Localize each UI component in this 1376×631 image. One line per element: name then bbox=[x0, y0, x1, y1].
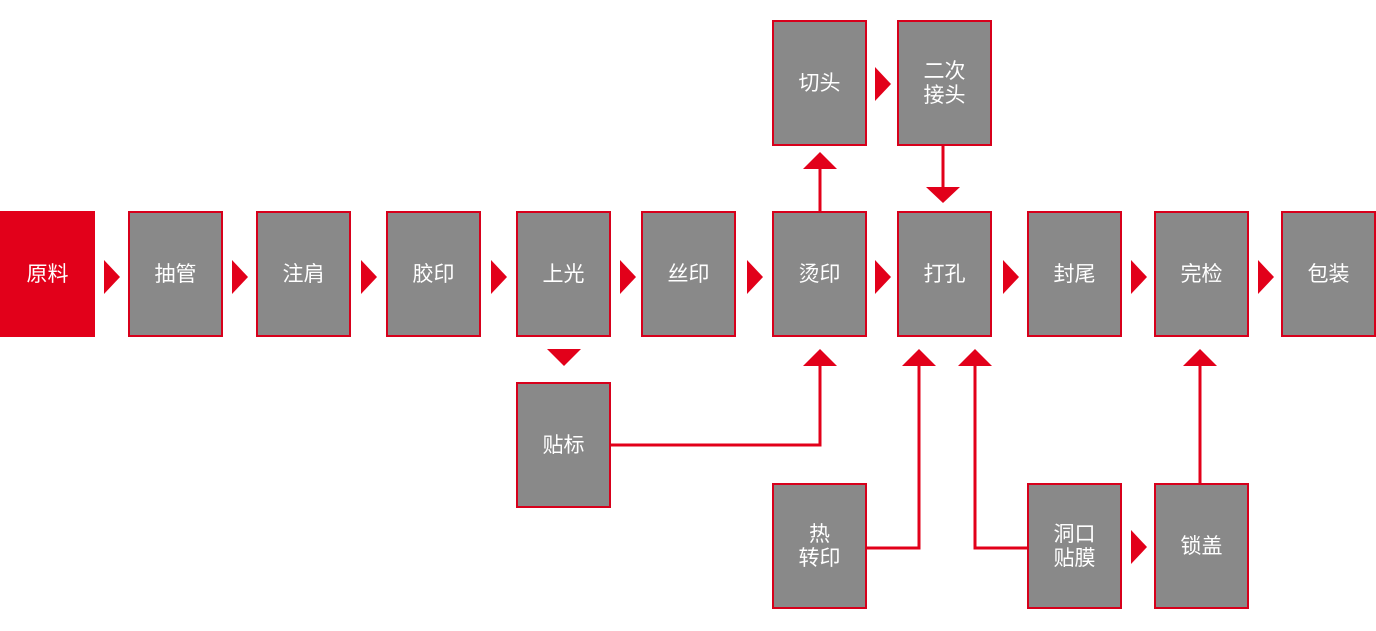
step-heat-transfer: 热 转印 bbox=[772, 483, 867, 609]
step-hot-stamping-label: 烫印 bbox=[798, 262, 841, 286]
arrow-offset-to-glazing bbox=[491, 260, 507, 294]
arrow-joint-to-punch bbox=[926, 187, 960, 203]
arrow-shoulder-to-offset bbox=[361, 260, 377, 294]
step-final-inspection: 完检 bbox=[1154, 211, 1249, 337]
step-hole-film: 洞口 贴膜 bbox=[1027, 483, 1122, 609]
arrow-holefilm-to-caplock bbox=[1131, 530, 1147, 564]
step-labeling: 贴标 bbox=[516, 382, 611, 508]
line-labeling-to-hotstamp bbox=[609, 365, 822, 447]
step-tail-sealing: 封尾 bbox=[1027, 211, 1122, 337]
step-glazing-label: 上光 bbox=[542, 262, 585, 286]
step-silk-screen: 丝印 bbox=[641, 211, 736, 337]
step-offset-printing: 胶印 bbox=[386, 211, 481, 337]
arrow-caplock-to-inspect bbox=[1183, 349, 1217, 366]
line-holefilm-to-punch bbox=[973, 365, 1029, 550]
arrow-tail-to-inspect bbox=[1131, 260, 1147, 294]
arrow-heattransfer-to-punch bbox=[902, 349, 936, 366]
step-silk-screen-label: 丝印 bbox=[667, 262, 710, 286]
step-offset-printing-label: 胶印 bbox=[412, 262, 455, 286]
arrow-holefilm-to-punch bbox=[958, 349, 992, 366]
line-heattransfer-to-punch bbox=[865, 365, 921, 550]
step-labeling-label: 贴标 bbox=[542, 433, 585, 457]
step-second-joint-label: 二次 接头 bbox=[923, 59, 966, 107]
step-tail-sealing-label: 封尾 bbox=[1053, 262, 1096, 286]
arrow-punch-to-tail bbox=[1003, 260, 1019, 294]
arrow-silk-to-hotstamp bbox=[747, 260, 763, 294]
step-glazing: 上光 bbox=[516, 211, 611, 337]
step-cut-head: 切头 bbox=[772, 20, 867, 146]
step-cap-locking-label: 锁盖 bbox=[1180, 534, 1223, 558]
arrow-tube-to-shoulder bbox=[232, 260, 248, 294]
arrow-inspect-to-pack bbox=[1258, 260, 1274, 294]
step-raw-material-label: 原料 bbox=[26, 262, 69, 286]
step-cap-locking: 锁盖 bbox=[1154, 483, 1249, 609]
step-shoulder-injection-label: 注肩 bbox=[282, 262, 325, 286]
step-hot-stamping: 烫印 bbox=[772, 211, 867, 337]
step-hole-film-label: 洞口 贴膜 bbox=[1053, 522, 1096, 570]
arrow-cuthead-to-joint bbox=[875, 67, 891, 101]
step-shoulder-injection: 注肩 bbox=[256, 211, 351, 337]
arrow-labeling-to-hotstamp bbox=[803, 349, 837, 366]
arrow-raw-to-tube bbox=[104, 260, 120, 294]
step-punching: 打孔 bbox=[897, 211, 992, 337]
step-cut-head-label: 切头 bbox=[798, 71, 841, 95]
step-final-inspection-label: 完检 bbox=[1180, 262, 1223, 286]
arrow-glazing-to-labeling bbox=[547, 349, 581, 366]
step-punching-label: 打孔 bbox=[923, 262, 966, 286]
step-second-joint: 二次 接头 bbox=[897, 20, 992, 146]
arrow-hotstamp-to-cuthead bbox=[803, 152, 837, 169]
arrow-hotstamp-to-punch bbox=[875, 260, 891, 294]
step-tube-drawing-label: 抽管 bbox=[154, 262, 197, 286]
step-packing-label: 包装 bbox=[1307, 262, 1350, 286]
step-packing: 包装 bbox=[1281, 211, 1376, 337]
step-tube-drawing: 抽管 bbox=[128, 211, 223, 337]
step-heat-transfer-label: 热 转印 bbox=[798, 522, 841, 570]
step-raw-material: 原料 bbox=[0, 211, 95, 337]
arrow-glazing-to-silk bbox=[620, 260, 636, 294]
